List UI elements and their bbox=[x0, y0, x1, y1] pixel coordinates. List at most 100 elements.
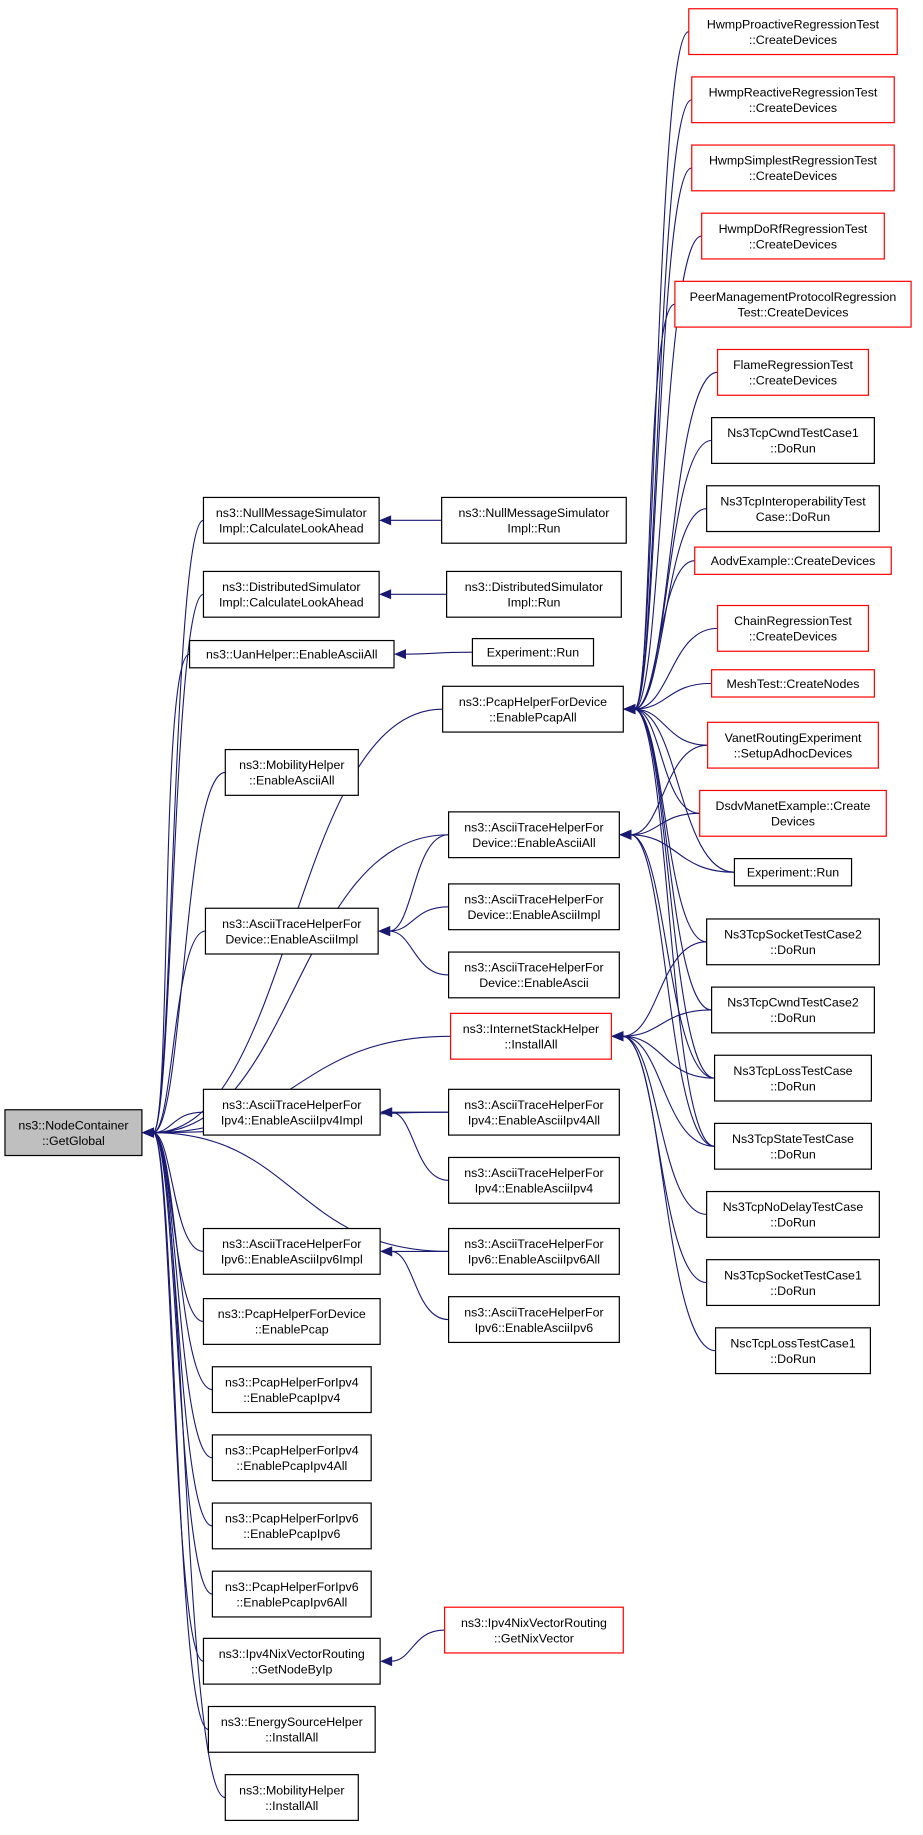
node-box bbox=[694, 546, 892, 575]
node-atd-impl-l[interactable]: ns3::AsciiTraceHelperForDevice::EnableAs… bbox=[204, 907, 379, 955]
node-pcap-dev[interactable]: ns3::PcapHelperForDevice::EnablePcap bbox=[202, 1298, 381, 1345]
node-exp-run-mid[interactable]: Experiment::Run bbox=[471, 637, 595, 667]
node-hwmp-pro[interactable]: HwmpProactiveRegressionTest::CreateDevic… bbox=[688, 8, 898, 56]
node-box bbox=[691, 76, 895, 124]
node-pcap-ipv4all[interactable]: ns3::PcapHelperForIpv4::EnablePcapIpv4Al… bbox=[211, 1434, 372, 1482]
node-label-line: Ns3TcpCwndTestCase1 bbox=[727, 426, 859, 440]
node-box bbox=[707, 721, 879, 769]
node-label-line: ChainRegressionTest bbox=[734, 614, 852, 628]
node-ipv4-impl[interactable]: ns3::AsciiTraceHelperForIpv4::EnableAsci… bbox=[202, 1088, 381, 1136]
call-edge bbox=[622, 1035, 715, 1079]
call-edge bbox=[634, 235, 702, 710]
node-nodelay[interactable]: Ns3TcpNoDelayTestCase::DoRun bbox=[706, 1190, 880, 1238]
node-label-line: ::EnableAsciiAll bbox=[249, 774, 334, 788]
node-pcap-ipv4[interactable]: ns3::PcapHelperForIpv4::EnablePcapIpv4 bbox=[211, 1366, 372, 1414]
node-label-line: ns3::Ipv4NixVectorRouting bbox=[219, 1647, 365, 1661]
node-box bbox=[211, 1366, 372, 1414]
node-inet-install[interactable]: ns3::InternetStackHelper::InstallAll bbox=[449, 1012, 612, 1060]
node-box bbox=[699, 789, 887, 837]
node-meshtest[interactable]: MeshTest::CreateNodes bbox=[711, 669, 875, 698]
call-edge bbox=[630, 834, 715, 1147]
node-nsc-loss[interactable]: NscTcpLossTestCase1::DoRun bbox=[714, 1327, 871, 1375]
call-edge bbox=[405, 651, 473, 655]
node-pcap-ipv6[interactable]: ns3::PcapHelperForIpv6::EnablePcapIpv6 bbox=[211, 1502, 372, 1550]
node-nix-getnode[interactable]: ns3::Ipv4NixVectorRouting::GetNodeByIp bbox=[202, 1637, 381, 1685]
node-label-line: ns3::Ipv4NixVectorRouting bbox=[461, 1616, 607, 1630]
call-edge bbox=[622, 1035, 707, 1284]
node-chain[interactable]: ChainRegressionTest::CreateDevices bbox=[716, 604, 870, 652]
node-mob-install[interactable]: ns3::MobilityHelper::InstallAll bbox=[224, 1774, 359, 1821]
node-sock1[interactable]: Ns3TcpSocketTestCase1::DoRun bbox=[706, 1259, 880, 1307]
node-label-line: Device::EnableAscii bbox=[479, 976, 589, 990]
node-label-line: Impl::CalculateLookAhead bbox=[219, 522, 364, 536]
node-pcap-ipv6all[interactable]: ns3::PcapHelperForIpv6::EnablePcapIpv6Al… bbox=[211, 1570, 372, 1618]
node-vanet[interactable]: VanetRoutingExperiment::SetupAdhocDevice… bbox=[707, 721, 879, 769]
node-ipv4-all[interactable]: ns3::AsciiTraceHelperForIpv4::EnableAsci… bbox=[447, 1088, 620, 1136]
call-edge bbox=[634, 627, 718, 710]
node-label-line: PeerManagementProtocolRegression bbox=[690, 290, 897, 304]
node-label-line: ::InstallAll bbox=[265, 1799, 318, 1813]
node-nix-getvec[interactable]: ns3::Ipv4NixVectorRouting::GetNixVector bbox=[444, 1606, 624, 1654]
node-ipv6-ascii[interactable]: ns3::AsciiTraceHelperForIpv6::EnableAsci… bbox=[447, 1296, 620, 1344]
node-label-line: ns3::EnergySourceHelper bbox=[221, 1715, 363, 1729]
node-atd-impl-m[interactable]: ns3::AsciiTraceHelperForDevice::EnableAs… bbox=[447, 883, 620, 931]
call-edge bbox=[634, 708, 735, 873]
node-box bbox=[442, 685, 624, 733]
node-ipv4-ascii[interactable]: ns3::AsciiTraceHelperForIpv4::EnableAsci… bbox=[447, 1156, 620, 1204]
call-edge bbox=[630, 744, 708, 836]
node-exp-run-r[interactable]: Experiment::Run bbox=[733, 858, 853, 887]
call-edge bbox=[634, 708, 700, 814]
node-label-line: Ns3TcpCwndTestCase2 bbox=[727, 996, 859, 1010]
node-nullmsg-lookahead[interactable]: ns3::NullMessageSimulatorImpl::Calculate… bbox=[202, 496, 380, 544]
node-label-line: ::GetGlobal bbox=[42, 1134, 105, 1148]
node-label-line: ns3::NullMessageSimulator bbox=[459, 506, 610, 520]
node-flame[interactable]: FlameRegressionTest::CreateDevices bbox=[716, 348, 870, 396]
node-dist-lookahead[interactable]: ns3::DistributedSimulatorImpl::Calculate… bbox=[202, 570, 380, 618]
node-label-line: ns3::AsciiTraceHelperFor bbox=[464, 961, 603, 975]
node-peer-mgmt[interactable]: PeerManagementProtocolRegressionTest::Cr… bbox=[674, 280, 912, 328]
node-hwmp-rea[interactable]: HwmpReactiveRegressionTest::CreateDevice… bbox=[691, 76, 895, 124]
node-box bbox=[706, 1259, 880, 1307]
call-edge bbox=[389, 834, 449, 932]
call-edge bbox=[152, 1132, 213, 1391]
node-pcap-all[interactable]: ns3::PcapHelperForDevice::EnablePcapAll bbox=[442, 685, 624, 733]
node-label-line: ::CreateDevices bbox=[749, 101, 837, 115]
node-loss[interactable]: Ns3TcpLossTestCase::DoRun bbox=[713, 1054, 872, 1102]
node-label-line: ns3::DistributedSimulator bbox=[222, 580, 360, 594]
node-label-line: ::EnablePcapAll bbox=[489, 710, 576, 724]
node-aodv[interactable]: AodvExample::CreateDevices bbox=[694, 546, 892, 575]
node-label-line: ns3::AsciiTraceHelperFor bbox=[222, 1237, 361, 1251]
node-box bbox=[4, 1109, 143, 1157]
node-energy-install[interactable]: ns3::EnergySourceHelper::InstallAll bbox=[207, 1705, 376, 1753]
node-mob-ascii[interactable]: ns3::MobilityHelper::EnableAsciiAll bbox=[224, 748, 359, 796]
call-edge bbox=[634, 371, 718, 710]
node-atd-all[interactable]: ns3::AsciiTraceHelperForDevice::EnableAs… bbox=[447, 811, 620, 859]
node-dsdv[interactable]: DsdvManetExample::CreateDevices bbox=[699, 789, 887, 837]
node-label-line: ::InstallAll bbox=[265, 1731, 318, 1745]
node-box bbox=[713, 1122, 872, 1170]
node-box bbox=[716, 348, 870, 396]
node-cwnd2[interactable]: Ns3TcpCwndTestCase2::DoRun bbox=[711, 986, 875, 1034]
node-state[interactable]: Ns3TcpStateTestCase::DoRun bbox=[713, 1122, 872, 1170]
node-hwmp-dorf[interactable]: HwmpDoRfRegressionTest::CreateDevices bbox=[701, 212, 885, 260]
arrowhead bbox=[378, 926, 391, 937]
call-edge bbox=[152, 1132, 213, 1595]
node-cwnd1[interactable]: Ns3TcpCwndTestCase1::DoRun bbox=[711, 417, 875, 464]
call-edge bbox=[152, 1132, 213, 1459]
node-hwmp-sim[interactable]: HwmpSimplestRegressionTest::CreateDevice… bbox=[691, 144, 895, 192]
node-label-line: AodvExample::CreateDevices bbox=[711, 554, 876, 568]
node-label-line: Impl::Run bbox=[507, 522, 560, 536]
node-ipv6-impl[interactable]: ns3::AsciiTraceHelperForIpv6::EnableAsci… bbox=[202, 1227, 381, 1275]
node-sock2[interactable]: Ns3TcpSocketTestCase2::DoRun bbox=[706, 918, 880, 966]
node-ipv6-all[interactable]: ns3::AsciiTraceHelperForIpv6::EnableAsci… bbox=[447, 1227, 620, 1275]
node-atd-ascii[interactable]: ns3::AsciiTraceHelperForDevice::EnableAs… bbox=[447, 951, 620, 999]
node-root[interactable]: ns3::NodeContainer::GetGlobal bbox=[4, 1109, 143, 1157]
node-label-line: ::CreateDevices bbox=[749, 33, 837, 47]
node-label-line: HwmpReactiveRegressionTest bbox=[709, 86, 878, 100]
node-uan-ascii[interactable]: ns3::UanHelper::EnableAsciiAll bbox=[188, 639, 395, 669]
node-label-line: Ipv4::EnableAsciiIpv4 bbox=[475, 1182, 594, 1196]
